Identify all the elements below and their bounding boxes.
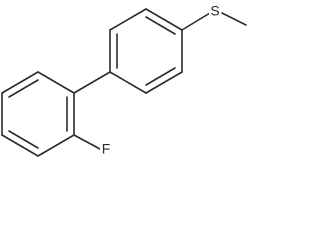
bond-biaryl — [73, 71, 111, 94]
bond-upper-4 — [109, 71, 147, 94]
lower-benzene-ring — [1, 71, 75, 157]
sulfur-atom: S — [209, 3, 221, 20]
bond-lower-5 — [1, 71, 39, 94]
bond-upper-3 — [145, 71, 183, 94]
sulfur-label: S — [210, 3, 219, 19]
double-bond-lower-b — [8, 130, 39, 149]
bond-sulfur-to-methyl — [221, 12, 247, 26]
bond-upper-6 — [109, 8, 147, 31]
bond-lower-3 — [1, 134, 39, 157]
bond-lower-6 — [37, 71, 75, 94]
bond-lower-2 — [37, 134, 75, 157]
fluorine-label: F — [102, 141, 111, 157]
double-bond-lower-c — [8, 79, 39, 98]
bond-ring-to-sulfur — [181, 12, 211, 31]
structure-diagram: S F — [1, 3, 247, 157]
double-bond-upper-a — [145, 16, 176, 35]
fluorine-atom: F — [100, 141, 112, 157]
double-bond-upper-b — [145, 67, 176, 86]
bond-upper-1 — [145, 8, 183, 31]
bond-ring-to-fluorine — [73, 134, 101, 150]
upper-benzene-ring — [109, 8, 183, 94]
